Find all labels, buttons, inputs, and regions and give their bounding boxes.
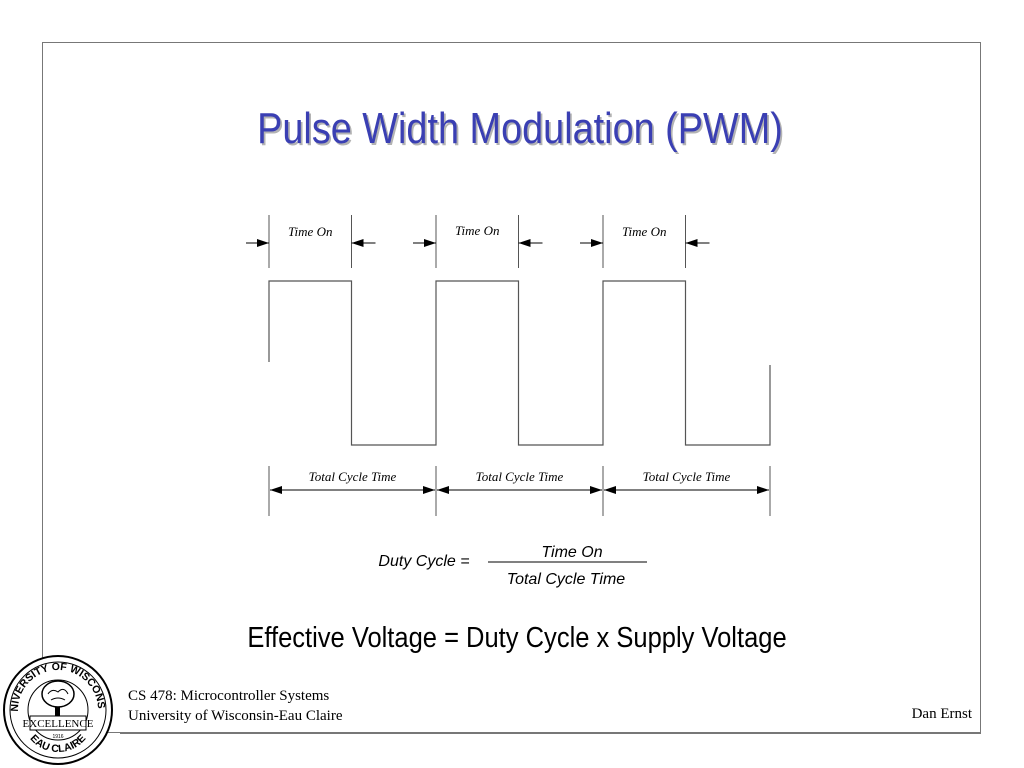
pwm-waveform-group bbox=[246, 215, 771, 516]
university-seal-logo: UNIVERSITY OF WISCONSIN EAU CLAIRE EXCEL… bbox=[2, 654, 113, 765]
footer-university: University of Wisconsin-Eau Claire bbox=[128, 708, 343, 724]
pwm-waveform bbox=[268, 280, 771, 446]
effective-voltage-equation: Effective Voltage = Duty Cycle x Supply … bbox=[247, 622, 787, 654]
duty-cycle-numerator: Time On bbox=[541, 544, 602, 561]
time-on-label: Time On bbox=[455, 223, 499, 238]
slide-title: Pulse Width Modulation (PWM) bbox=[257, 104, 783, 153]
total-cycle-label: Total Cycle Time bbox=[476, 469, 564, 484]
seal-middle-text: EXCELLENCE bbox=[23, 718, 94, 730]
total-cycle-label: Total Cycle Time bbox=[643, 469, 731, 484]
time-on-label: Time On bbox=[622, 224, 666, 239]
footer-author: Dan Ernst bbox=[911, 706, 972, 722]
seal-year-text: 1916 bbox=[52, 734, 63, 740]
duty-cycle-denominator: Total Cycle Time bbox=[507, 571, 626, 588]
footer-divider bbox=[120, 733, 981, 734]
total-cycle-label: Total Cycle Time bbox=[309, 469, 397, 484]
duty-cycle-lhs: Duty Cycle = bbox=[378, 553, 469, 570]
time-on-label: Time On bbox=[288, 224, 332, 239]
footer-course: CS 478: Microcontroller Systems bbox=[128, 688, 330, 704]
footer-course-info: CS 478: Microcontroller Systems Universi… bbox=[128, 686, 343, 726]
slide-frame bbox=[42, 42, 981, 733]
